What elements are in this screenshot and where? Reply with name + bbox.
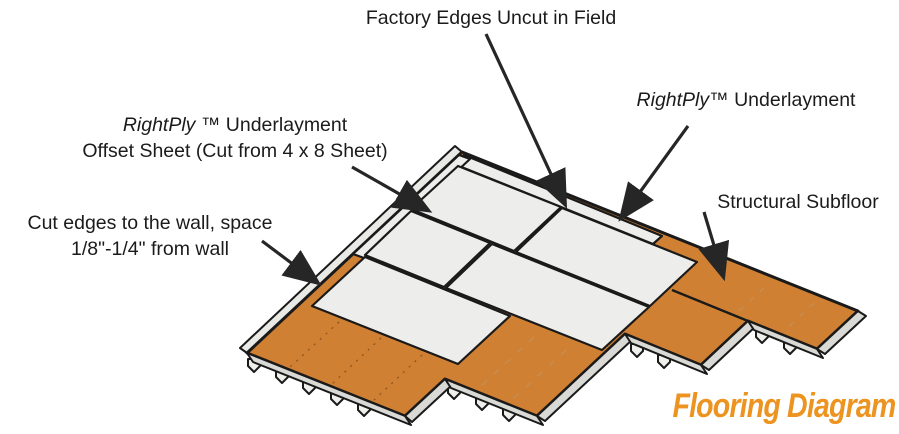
label-offset-underlayment: RightPly ™ Underlayment Offset Sheet (Cu… (40, 113, 430, 164)
deck-grain-lines (289, 287, 815, 402)
label-underlayment-right: RightPly™ Underlayment (600, 88, 892, 114)
rightply-brand-text: RightPly (122, 114, 196, 136)
label-cut-edges: Cut edges to the wall, space 1/8"-1/4" f… (5, 211, 295, 262)
diagram-title: Flooring Diagram (672, 387, 896, 425)
label-right-rest: Underlayment (728, 89, 856, 111)
underlayment-sheet (310, 255, 512, 366)
label-cut-line1: Cut edges to the wall, space (27, 212, 273, 234)
label-factory-edges: Factory Edges Uncut in Field (365, 7, 617, 29)
arrow-cut-edges (261, 239, 322, 286)
trademark-symbol: ™ (709, 89, 729, 111)
rightply-brand-text: RightPly (636, 89, 710, 111)
arrow-factory-edges (484, 33, 568, 209)
label-cut-line2: 1/8"-1/4" from wall (71, 237, 229, 260)
underlayment-sheet (444, 242, 651, 352)
arrow-offset-sheet (351, 165, 433, 213)
deck-edge-faces (246, 310, 867, 426)
arrow-structural-subfloor (698, 211, 730, 282)
subfloor-panel-joint (671, 288, 749, 323)
underlayment-sheet (514, 206, 699, 308)
trademark-symbol: ™ (195, 114, 221, 136)
underlayment-offset-sheet (363, 209, 492, 289)
label-offset-line2: Offset Sheet (Cut from 4 x 8 Sheet) (82, 139, 388, 162)
callout-arrows (261, 33, 730, 286)
label-structural-subfloor: Structural Subfloor (717, 191, 879, 213)
label-offset-line1: RightPly ™ Underlayment (40, 113, 430, 139)
arrow-underlayment-right (618, 125, 690, 222)
label-offset-rest: Underlayment (220, 114, 348, 136)
